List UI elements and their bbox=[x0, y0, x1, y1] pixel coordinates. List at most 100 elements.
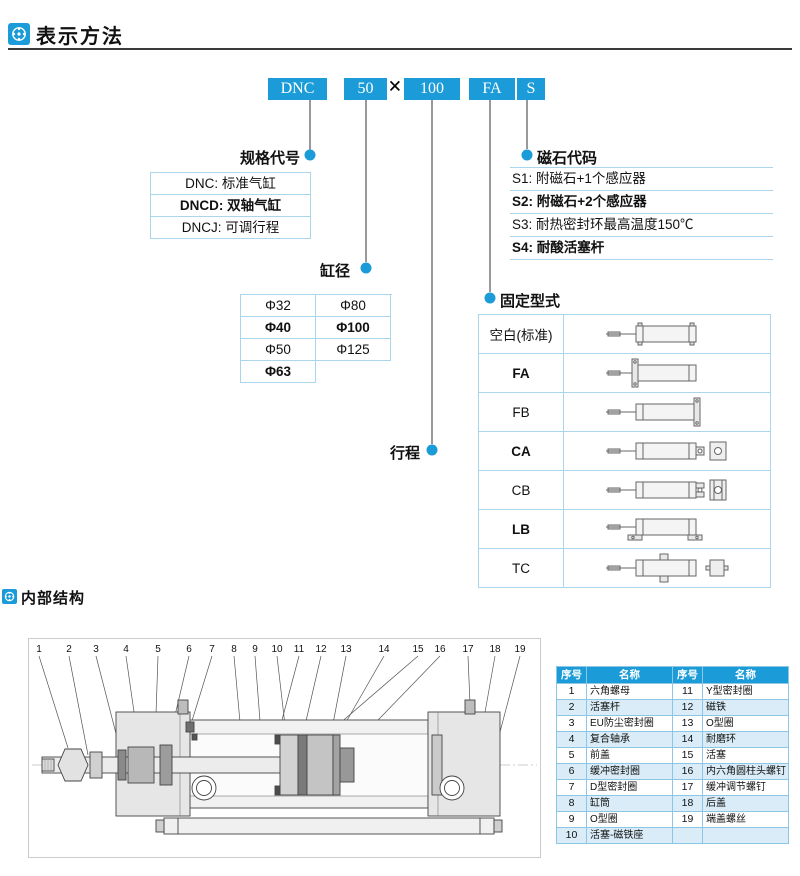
callout-number: 5 bbox=[155, 644, 161, 655]
part-number-cell: 8 bbox=[557, 796, 587, 812]
parts-table-row: 6 缓冲密封圈 16 内六角圆柱头螺钉 bbox=[557, 764, 789, 780]
part-number-cell: 7 bbox=[557, 780, 587, 796]
title-rule bbox=[8, 48, 792, 50]
bore-label: 缸径 bbox=[320, 263, 351, 280]
mount-type-row-label: TC bbox=[479, 549, 564, 588]
bore-cell-empty bbox=[316, 361, 391, 383]
callout-number: 6 bbox=[186, 644, 192, 655]
part-name-cell: 活塞杆 bbox=[587, 700, 673, 716]
part-name-cell: 缓冲密封圈 bbox=[587, 764, 673, 780]
mount-type-row-label: 空白(标准) bbox=[479, 315, 564, 354]
cylinder-cross-section bbox=[32, 699, 537, 835]
spec-code-row: DNC: 标准气缸 bbox=[150, 173, 311, 195]
part-name-cell: O型圈 bbox=[703, 716, 789, 732]
callout-number: 16 bbox=[434, 644, 446, 655]
part-number-cell: 17 bbox=[673, 780, 703, 796]
part-number-cell: 2 bbox=[557, 700, 587, 716]
magnet-code-item: S1: 附磁石+1个感应器 bbox=[510, 168, 773, 191]
part-number-cell: 14 bbox=[673, 732, 703, 748]
mount-icon-tc bbox=[564, 549, 771, 588]
mount-icon-fb bbox=[564, 393, 771, 432]
parts-header-cell: 序号 bbox=[673, 667, 703, 684]
part-name-cell bbox=[703, 828, 789, 844]
callout-number: 10 bbox=[271, 644, 283, 655]
method-section-icon bbox=[8, 23, 30, 50]
mount-icon-lb bbox=[564, 510, 771, 549]
magnet-code-item: S4: 耐酸活塞杆 bbox=[510, 237, 773, 260]
bore-cell: Φ100 bbox=[316, 317, 391, 339]
parts-header-cell: 名称 bbox=[587, 667, 673, 684]
spec-code-row: DNCJ: 可调行程 bbox=[150, 217, 311, 239]
bore-dot bbox=[360, 262, 372, 274]
bore-cell: Φ40 bbox=[241, 317, 316, 339]
callout-number: 17 bbox=[462, 644, 474, 655]
part-number-cell: 11 bbox=[673, 684, 703, 700]
parts-header-cell: 名称 bbox=[703, 667, 789, 684]
magnet-code-list: S1: 附磁石+1个感应器 S2: 附磁石+2个感应器 S3: 耐热密封环最高温… bbox=[510, 167, 773, 260]
mount-type-label: 固定型式 bbox=[500, 293, 561, 310]
part-name-cell: 磁铁 bbox=[703, 700, 789, 716]
part-name-cell: 端盖螺丝 bbox=[703, 812, 789, 828]
callout-number: 7 bbox=[209, 644, 215, 655]
mount-icon-ca bbox=[564, 432, 771, 471]
internal-structure-drawing: 1 2 3 4 5 6 7 8 9 10 11 12 13 14 15 16 1… bbox=[28, 638, 541, 858]
parts-table-row: 8 缸筒 18 后盖 bbox=[557, 796, 789, 812]
mount-type-row-label: FB bbox=[479, 393, 564, 432]
callout-number: 4 bbox=[123, 644, 129, 655]
part-number-cell: 1 bbox=[557, 684, 587, 700]
callout-number: 19 bbox=[514, 644, 526, 655]
magnet-code-item: S3: 耐热密封环最高温度150℃ bbox=[510, 214, 773, 237]
part-number-cell: 12 bbox=[673, 700, 703, 716]
callout-number: 11 bbox=[294, 644, 305, 655]
part-name-cell: 活塞 bbox=[703, 748, 789, 764]
parts-header-cell: 序号 bbox=[557, 667, 587, 684]
part-name-cell: 后盖 bbox=[703, 796, 789, 812]
bore-cell: Φ50 bbox=[241, 339, 316, 361]
parts-table-row: 4 复合轴承 14 耐磨环 bbox=[557, 732, 789, 748]
part-number-cell: 15 bbox=[673, 748, 703, 764]
mount-icon-fa bbox=[564, 354, 771, 393]
callout-number: 2 bbox=[66, 644, 72, 655]
bore-cell: Φ80 bbox=[316, 295, 391, 317]
part-number-cell: 19 bbox=[673, 812, 703, 828]
mount-type-dot bbox=[484, 292, 496, 304]
mount-type-row-label: CB bbox=[479, 471, 564, 510]
parts-table-row: 5 前盖 15 活塞 bbox=[557, 748, 789, 764]
callout-number: 3 bbox=[93, 644, 99, 655]
parts-table-row: 3 EU防尘密封圈 13 O型圈 bbox=[557, 716, 789, 732]
callout-number: 15 bbox=[412, 644, 424, 655]
mount-icon-cb bbox=[564, 471, 771, 510]
callout-number: 8 bbox=[231, 644, 237, 655]
parts-table-row: 7 D型密封圈 17 缓冲调节螺钉 bbox=[557, 780, 789, 796]
part-number-cell: 4 bbox=[557, 732, 587, 748]
parts-table: 序号 名称 序号 名称 1 六角螺母 11 Y型密封圈 2 活塞杆 12 磁铁 … bbox=[556, 666, 789, 844]
stroke-dot bbox=[426, 444, 438, 456]
model-code-bore-box: 50 bbox=[344, 78, 387, 100]
structure-section-icon bbox=[2, 589, 17, 609]
spec-code-label: 规格代号 bbox=[240, 150, 301, 167]
part-number-cell: 6 bbox=[557, 764, 587, 780]
bore-cell: Φ63 bbox=[241, 361, 316, 383]
model-code-series-box: DNC bbox=[268, 78, 327, 100]
part-name-cell: 内六角圆柱头螺钉 bbox=[703, 764, 789, 780]
spec-code-row: DNCD: 双轴气缸 bbox=[150, 195, 311, 217]
parts-table-row: 2 活塞杆 12 磁铁 bbox=[557, 700, 789, 716]
callout-number: 14 bbox=[378, 644, 390, 655]
part-number-cell bbox=[673, 828, 703, 844]
parts-table-row: 9 O型圈 19 端盖螺丝 bbox=[557, 812, 789, 828]
mount-type-row-label: FA bbox=[479, 354, 564, 393]
callout-number: 12 bbox=[315, 644, 327, 655]
part-name-cell: D型密封圈 bbox=[587, 780, 673, 796]
part-name-cell: 六角螺母 bbox=[587, 684, 673, 700]
part-number-cell: 3 bbox=[557, 716, 587, 732]
mount-type-row-label: CA bbox=[479, 432, 564, 471]
callout-number: 18 bbox=[489, 644, 501, 655]
part-name-cell: 复合轴承 bbox=[587, 732, 673, 748]
bore-table: Φ32 Φ80 Φ40 Φ100 Φ50 Φ125 Φ63 bbox=[240, 294, 392, 383]
callout-number: 9 bbox=[252, 644, 258, 655]
parts-table-row: 1 六角螺母 11 Y型密封圈 bbox=[557, 684, 789, 700]
part-name-cell: 前盖 bbox=[587, 748, 673, 764]
part-name-cell: 耐磨环 bbox=[703, 732, 789, 748]
spec-code-dot bbox=[304, 149, 316, 161]
spec-code-table: DNC: 标准气缸 DNCD: 双轴气缸 DNCJ: 可调行程 bbox=[150, 172, 311, 239]
